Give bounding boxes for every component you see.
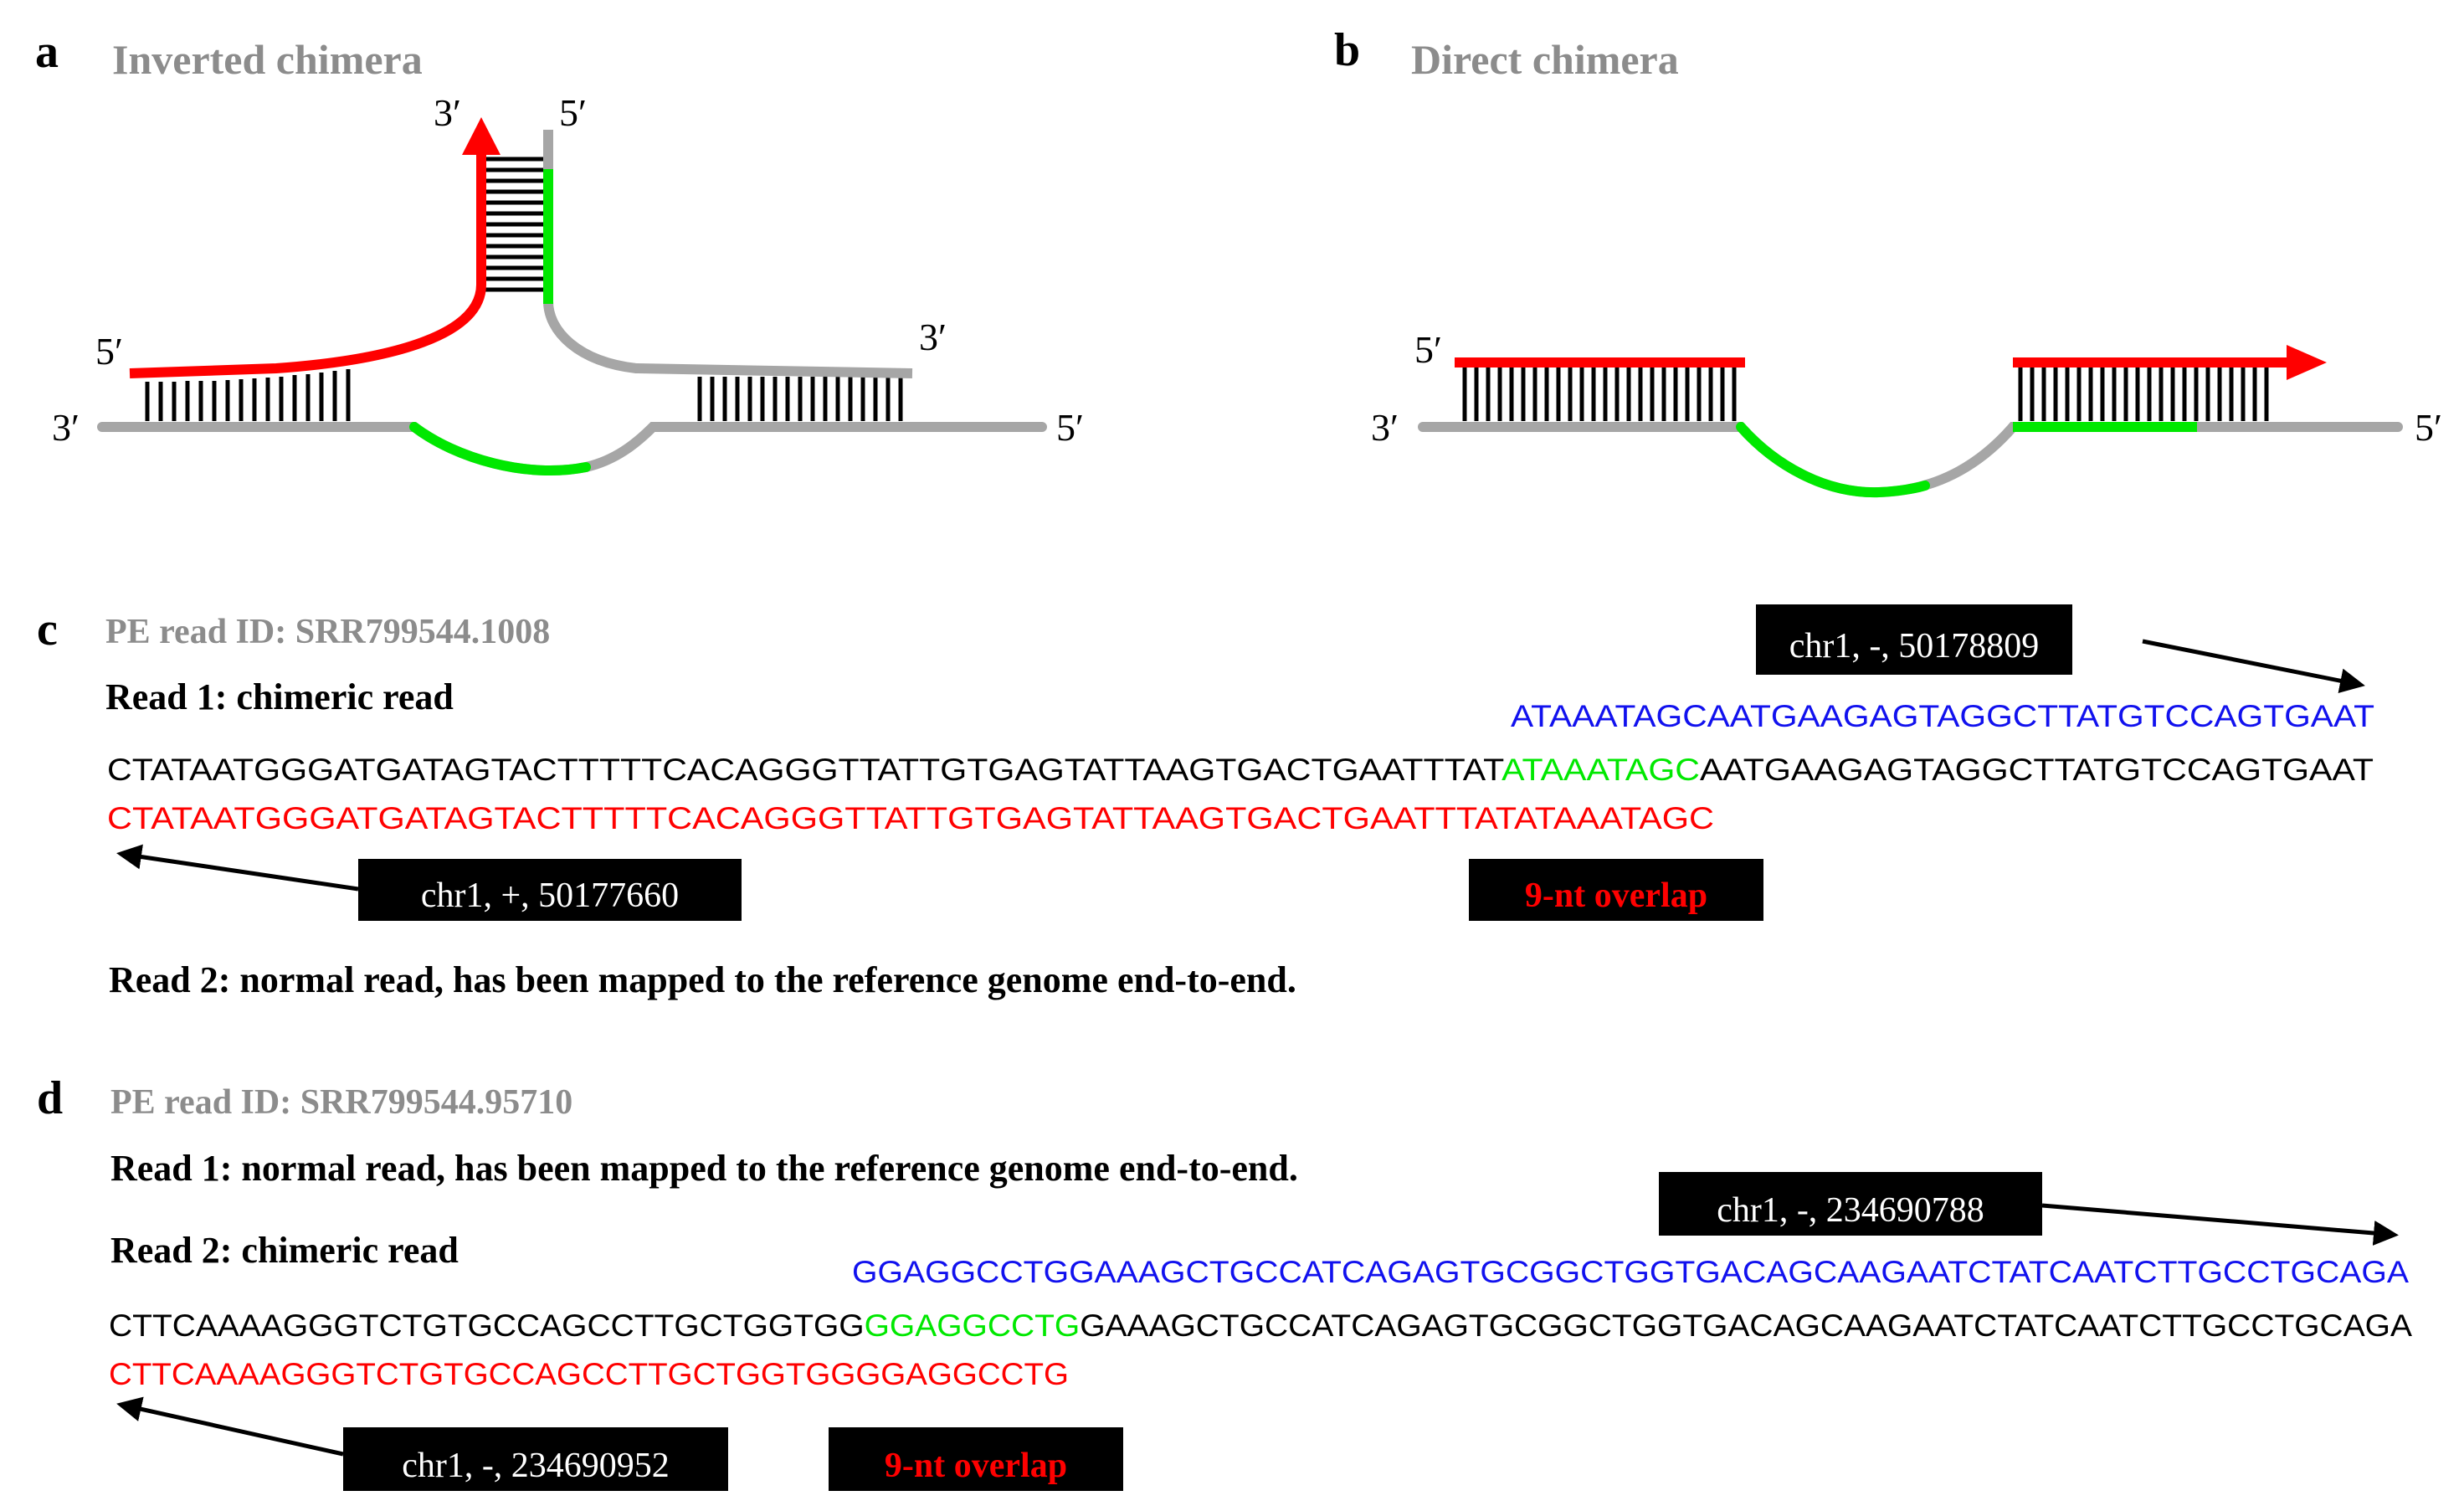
gray-strand-a: [543, 130, 913, 378]
left-pairing-rungs: [145, 369, 351, 421]
end-5-left-a: 5′: [95, 330, 123, 373]
black-seq-d-pre: CTTCAAAAGGGTCTGTGCCAGCCTTGCTGGTGG: [109, 1308, 865, 1343]
box-upper-c-text: chr1, -, 50178809: [1789, 627, 2040, 666]
box-upper-d: [1659, 1172, 2042, 1236]
panel-c: c PE read ID: SRR799544.1008 Read 1: chi…: [37, 604, 2374, 1000]
blue-seq-d: GGAGGCCTGGAAAGCTGCCATCAGAGTGCGGCTGGTGACA…: [852, 1254, 2409, 1289]
red-strand-a: [129, 151, 486, 378]
black-seq-c: CTATAATGGGATGATAGTACTTTTTCACAGGGTTATTGTG…: [107, 752, 2374, 787]
arrow-lower-c: [116, 844, 359, 892]
panel-b-letter: b: [1334, 24, 1360, 76]
red-seq-d: CTTCAAAAGGGTCTGTGCCAGCCTTGCTGGTGGGGAGGCC…: [109, 1356, 1069, 1391]
box-lower-c-text: chr1, +, 50177660: [421, 876, 679, 915]
box-lower-c: [358, 859, 742, 921]
right-pairing-rungs: [697, 377, 903, 421]
right-pairing-rungs-b: [2018, 367, 2269, 421]
red-arrowhead-a: [462, 117, 501, 155]
overlap-box-c: [1469, 859, 1763, 921]
box-lower-d-text: chr1, -, 234690952: [402, 1447, 670, 1485]
panel-b: b Direct chimera: [1334, 24, 2442, 498]
panel-d: d PE read ID: SRR799544.95710 Read 1: no…: [37, 1072, 2412, 1491]
panel-d-letter: d: [37, 1072, 63, 1124]
black-seq-c-post: AATGAAGAGTAGGCTTATGTCCAGTGAAT: [1700, 752, 2374, 787]
panel-c-read-id: PE read ID: SRR799544.1008: [105, 613, 550, 651]
red-arrowhead-b: [2287, 345, 2327, 380]
blue-seq-c: ATAAATAGCAATGAAGAGTAGGCTTATGTCCAGTGAAT: [1511, 698, 2374, 733]
template-strand-a: [97, 422, 1047, 476]
overlap-box-c-text: 9-nt overlap: [1525, 876, 1707, 915]
panel-d-read-id: PE read ID: SRR799544.95710: [110, 1083, 572, 1122]
black-seq-c-pre: CTATAATGGGATGATAGTACTTTTTCACAGGGTTATTGTG…: [107, 752, 1504, 787]
panel-c-letter: c: [37, 604, 58, 655]
panel-d-read1-label: Read 1: normal read, has been mapped to …: [110, 1148, 1298, 1189]
arrow-upper-c: [2142, 639, 2365, 694]
black-seq-d-post: GAAAGCTGCCATCAGAGTGCGGCTGGTGACAGCAAGAATC…: [1080, 1308, 2412, 1343]
template-green-segment-b: [1736, 422, 1930, 498]
black-seq-c-overlap: ATAAATAGC: [1502, 752, 1700, 787]
box-lower-d: [343, 1427, 728, 1491]
panel-d-read2-label: Read 2: chimeric read: [110, 1230, 459, 1271]
panel-a-title: Inverted chimera: [112, 36, 423, 83]
arrow-upper-d: [2041, 1203, 2399, 1246]
end-3-right-a: 3′: [919, 316, 947, 358]
box-upper-c: [1756, 604, 2072, 675]
end-3-bottom-a: 3′: [52, 406, 80, 449]
panel-b-title: Direct chimera: [1411, 36, 1679, 83]
template-green-segment-a: [409, 422, 591, 476]
panel-c-read1-label: Read 1: chimeric read: [105, 676, 454, 717]
box-upper-d-text: chr1, -, 234690788: [1717, 1191, 1984, 1230]
panel-a: a Inverted chimera: [35, 26, 1084, 476]
left-pairing-rungs-b: [1462, 367, 1737, 421]
template-strand-b: [1418, 422, 2403, 498]
arrow-lower-d: [116, 1396, 344, 1457]
end-5-top-a: 5′: [559, 91, 587, 134]
end-5-bottom-a: 5′: [1056, 406, 1084, 449]
overlap-box-d-text: 9-nt overlap: [885, 1447, 1067, 1485]
end-3-left-b: 3′: [1371, 406, 1399, 449]
panel-a-letter: a: [35, 26, 59, 78]
panel-c-read2-label: Read 2: normal read, has been mapped to …: [109, 959, 1296, 1000]
hairpin-stem-rungs: [481, 157, 548, 292]
red-seq-c: CTATAATGGGATGATAGTACTTTTTCACAGGGTTATTGTG…: [107, 800, 1714, 835]
end-3-top-a: 3′: [434, 91, 461, 134]
end-5-left-b: 5′: [1414, 328, 1442, 371]
overlap-box-d: [829, 1427, 1123, 1491]
end-5-right-b: 5′: [2415, 406, 2442, 449]
black-seq-d-overlap: GGAGGCCTG: [865, 1308, 1081, 1343]
